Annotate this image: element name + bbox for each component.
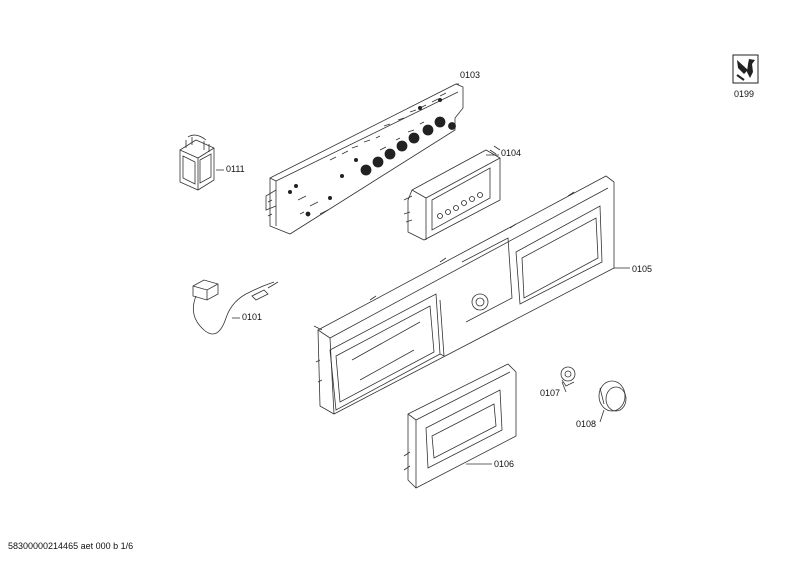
display-buttons — [437, 192, 483, 219]
dispenser-handle-part — [403, 363, 517, 489]
part-label-0106: 0106 — [494, 459, 515, 469]
interference-filter-part — [179, 134, 215, 191]
part-label-0199: 0199 — [734, 89, 755, 99]
control-pcb-part — [265, 83, 464, 235]
knob-ring-part — [598, 380, 627, 412]
part-label-0108: 0108 — [576, 419, 597, 429]
part-label-0101: 0101 — [242, 312, 263, 322]
display-frame-part — [403, 145, 501, 241]
selector-knob-part — [560, 366, 576, 387]
part-label-0103: 0103 — [460, 70, 481, 80]
front-panel-part — [313, 175, 615, 415]
service-wrench-icon — [732, 54, 759, 84]
pcb-knobs — [287, 98, 456, 217]
mains-cable-part — [192, 279, 279, 335]
part-label-0104: 0104 — [501, 148, 522, 158]
part-label-0107: 0107 — [540, 388, 561, 398]
leader-0108 — [599, 409, 605, 423]
part-label-0105: 0105 — [632, 264, 653, 274]
part-label-0111: 0111 — [226, 164, 245, 174]
document-footer: 58300000214465 aet 000 b 1/6 — [8, 541, 134, 551]
leader-0107 — [561, 381, 567, 393]
